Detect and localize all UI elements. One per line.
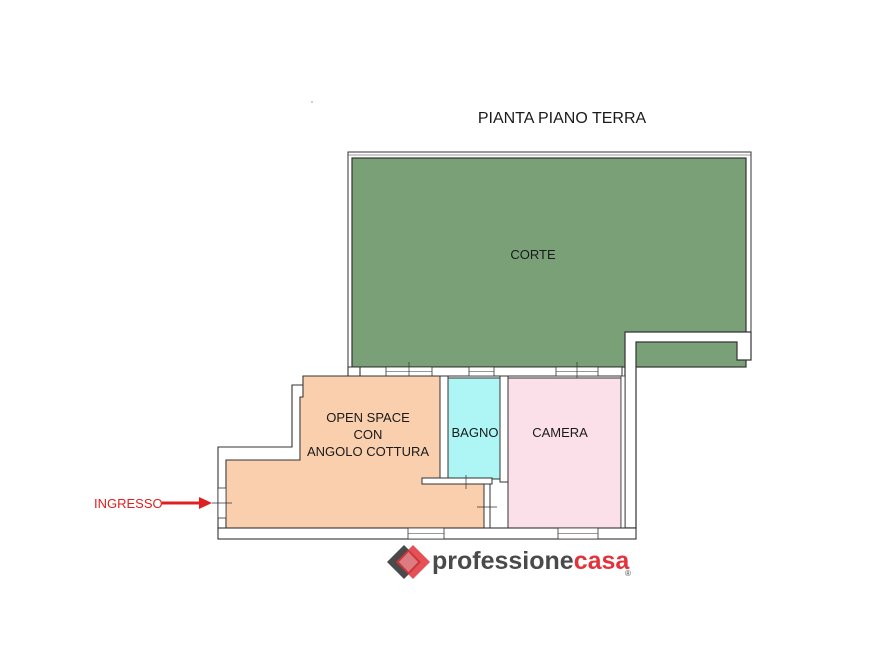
room-corte: CORTE bbox=[347, 151, 752, 368]
bagno-area bbox=[447, 377, 501, 480]
registered-mark: ® bbox=[625, 569, 631, 578]
open-space-label-2: CON bbox=[354, 427, 383, 442]
bottom-wall bbox=[217, 527, 637, 540]
logo-diamond-highlight bbox=[399, 552, 418, 572]
entrance-marker: INGRESSO bbox=[94, 496, 212, 511]
logo-diamond-2 bbox=[396, 545, 430, 579]
camera-wall-right bbox=[620, 375, 626, 529]
corte-label: CORTE bbox=[510, 247, 556, 262]
bagno-wall-left bbox=[439, 375, 449, 483]
svg-text:professionecasa: professionecasa bbox=[432, 547, 630, 575]
partition-horizontal bbox=[421, 477, 493, 485]
entrance-door bbox=[212, 487, 232, 519]
speck bbox=[311, 101, 313, 103]
room-open-space: OPEN SPACE CON ANGOLO COTTURA bbox=[217, 366, 485, 531]
diamond-logo-icon bbox=[387, 545, 430, 579]
brand-accent: casa bbox=[574, 547, 631, 575]
camera-label: CAMERA bbox=[532, 425, 588, 440]
room-bagno: BAGNO bbox=[439, 375, 509, 483]
watermark-logo: professionecasa ® bbox=[387, 545, 631, 579]
plan-title: PIANTA PIANO TERRA bbox=[478, 110, 647, 127]
open-space-label-1: OPEN SPACE bbox=[326, 410, 410, 425]
brand-main: professione bbox=[432, 547, 574, 575]
open-space-label-3: ANGOLO COTTURA bbox=[307, 444, 429, 459]
bagno-label: BAGNO bbox=[452, 425, 499, 440]
entrance-label: INGRESSO bbox=[94, 496, 163, 511]
camera-area bbox=[507, 377, 622, 529]
entrance-arrow-icon bbox=[199, 497, 212, 509]
partition-vertical bbox=[483, 483, 491, 529]
room-camera: CAMERA bbox=[507, 375, 626, 529]
bagno-wall-right bbox=[499, 375, 509, 483]
